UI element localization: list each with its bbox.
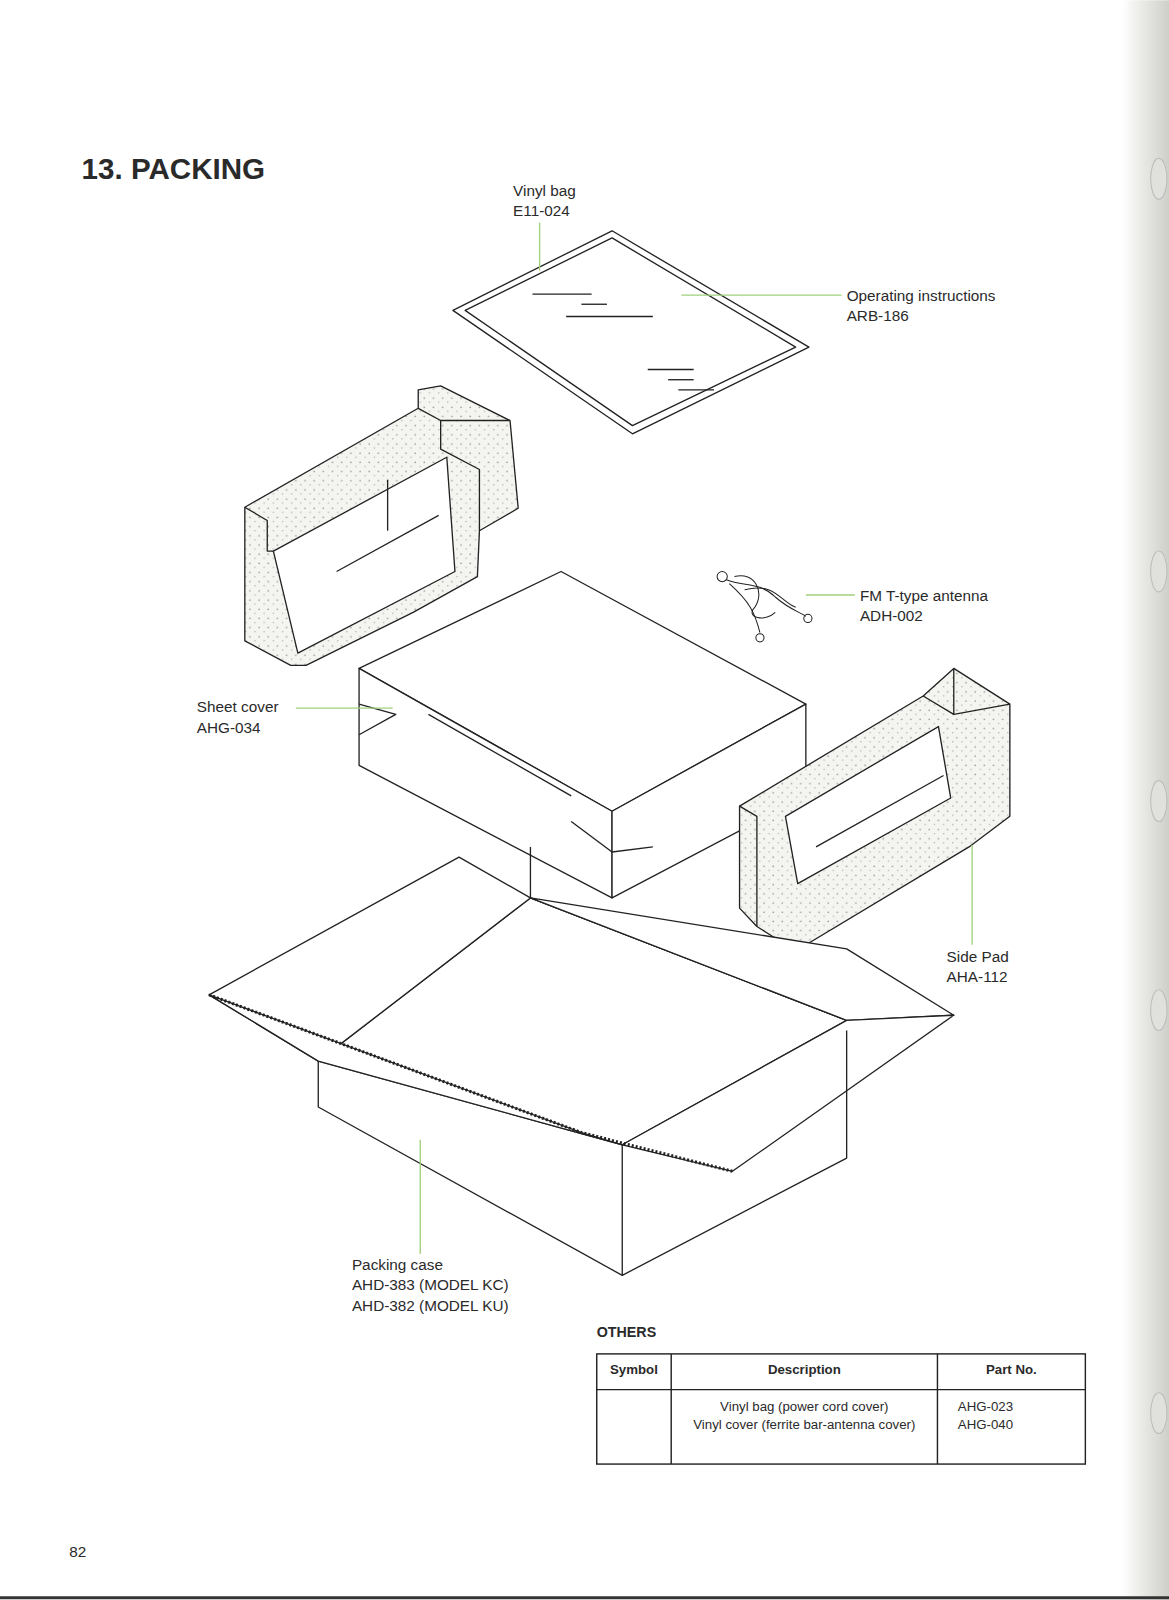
part-name: Packing case [352, 1256, 443, 1274]
table-header: Description [671, 1362, 937, 1378]
part-number: AHD-383 (MODEL KC) [352, 1276, 509, 1294]
part-number: ARB-186 [847, 307, 909, 325]
table-cell: AHG-040 [958, 1417, 1013, 1433]
part-number: AHD-382 (MODEL KU) [352, 1297, 509, 1315]
page-title: 13. PACKING [82, 151, 266, 186]
part-name: Operating instructions [847, 287, 996, 305]
part-number: AHG-034 [197, 719, 261, 737]
part-name: FM T-type antenna [860, 587, 988, 605]
table-title: OTHERS [597, 1324, 656, 1341]
part-number: E11-024 [513, 202, 570, 220]
part-name: Sheet cover [197, 698, 279, 716]
part-name: Vinyl bag [513, 182, 576, 200]
table-cell: Vinyl cover (ferrite bar-antenna cover) [681, 1417, 927, 1433]
table-header: Part No. [937, 1362, 1085, 1378]
table-cell: AHG-023 [958, 1399, 1013, 1415]
table-header: Symbol [597, 1362, 671, 1378]
part-number: AHA-112 [947, 968, 1008, 986]
table-cell: Vinyl bag (power cord cover) [681, 1399, 927, 1415]
part-number: ADH-002 [860, 607, 923, 625]
part-name: Side Pad [947, 948, 1009, 966]
page-number: 82 [69, 1543, 86, 1561]
